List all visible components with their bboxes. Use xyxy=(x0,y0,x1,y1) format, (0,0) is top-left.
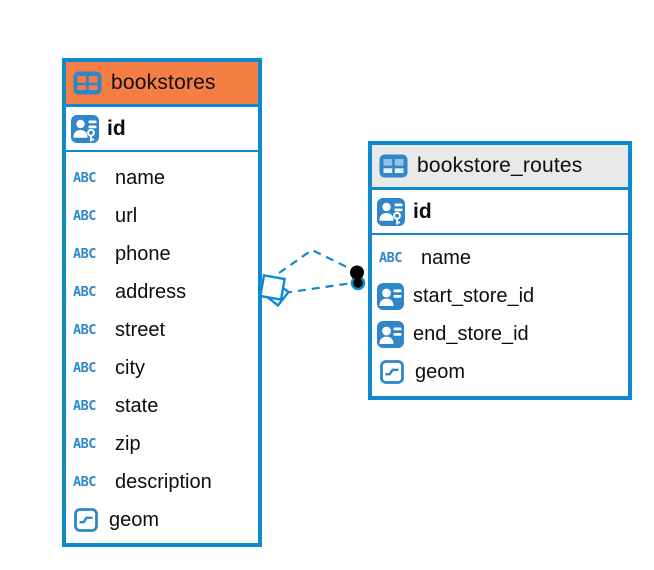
column-label: name xyxy=(421,246,472,269)
column-row[interactable]: ABC name xyxy=(66,159,258,197)
text-type-icon: ABC xyxy=(73,360,96,376)
table-title: bookstore_routes xyxy=(417,154,583,177)
text-type-icon: ABC xyxy=(73,398,96,414)
column-label: name xyxy=(115,166,166,189)
text-type-icon: ABC xyxy=(73,170,96,186)
column-row[interactable]: geom xyxy=(372,353,628,391)
column-label: state xyxy=(115,394,159,417)
column-label: id xyxy=(107,116,126,140)
column-row-pk[interactable]: id xyxy=(66,107,258,152)
relationship-line-end-store[interactable] xyxy=(283,281,353,295)
column-label: id xyxy=(413,199,432,223)
relationship-source-handle[interactable] xyxy=(258,273,291,308)
column-label: street xyxy=(115,318,166,341)
column-label: zip xyxy=(115,432,141,455)
column-row[interactable]: ABC state xyxy=(66,387,258,425)
column-label: description xyxy=(115,470,212,493)
text-type-icon: ABC xyxy=(73,474,96,490)
column-row[interactable]: end_store_id xyxy=(372,315,628,353)
column-label: end_store_id xyxy=(413,322,529,345)
table-bookstores[interactable]: bookstores id ABC name xyxy=(62,58,262,547)
table-routes-header[interactable]: bookstore_routes xyxy=(372,145,628,190)
column-row-pk[interactable]: id xyxy=(372,190,628,235)
column-row[interactable]: ABC url xyxy=(66,197,258,235)
column-label: city xyxy=(115,356,145,379)
column-label: phone xyxy=(115,242,171,265)
primary-key-icon xyxy=(377,197,405,226)
column-label: start_store_id xyxy=(413,284,535,307)
geometry-type-icon xyxy=(71,508,100,532)
text-type-icon: ABC xyxy=(379,250,402,266)
table-icon xyxy=(73,71,102,95)
table-bookstore-routes[interactable]: bookstore_routes id ABC name xyxy=(368,141,632,400)
table-bookstores-header[interactable]: bookstores xyxy=(66,62,258,107)
text-type-icon: ABC xyxy=(73,246,96,262)
column-label: address xyxy=(115,280,187,303)
column-row[interactable]: ABC street xyxy=(66,311,258,349)
text-type-icon: ABC xyxy=(73,436,96,452)
relationship-line-start-store[interactable] xyxy=(278,248,356,274)
relationship-endpoint-dots[interactable] xyxy=(350,265,366,291)
column-row[interactable]: ABC phone xyxy=(66,235,258,273)
column-label: geom xyxy=(109,508,160,531)
foreign-key-icon xyxy=(377,282,404,310)
column-row[interactable]: ABC city xyxy=(66,349,258,387)
foreign-key-icon xyxy=(377,320,404,348)
text-type-icon: ABC xyxy=(73,322,96,338)
column-row[interactable]: ABC zip xyxy=(66,425,258,463)
column-row[interactable]: ABC name xyxy=(372,239,628,277)
column-label: url xyxy=(115,204,138,227)
table-title: bookstores xyxy=(111,71,216,94)
table-icon xyxy=(379,154,408,178)
column-row[interactable]: start_store_id xyxy=(372,277,628,315)
text-type-icon: ABC xyxy=(73,284,96,300)
column-row[interactable]: ABC address xyxy=(66,273,258,311)
geometry-type-icon xyxy=(377,360,406,384)
column-label: geom xyxy=(415,360,466,383)
column-row[interactable]: ABC description xyxy=(66,463,258,501)
text-type-icon: ABC xyxy=(73,208,96,224)
primary-key-icon xyxy=(71,114,99,143)
column-row[interactable]: geom xyxy=(66,501,258,539)
